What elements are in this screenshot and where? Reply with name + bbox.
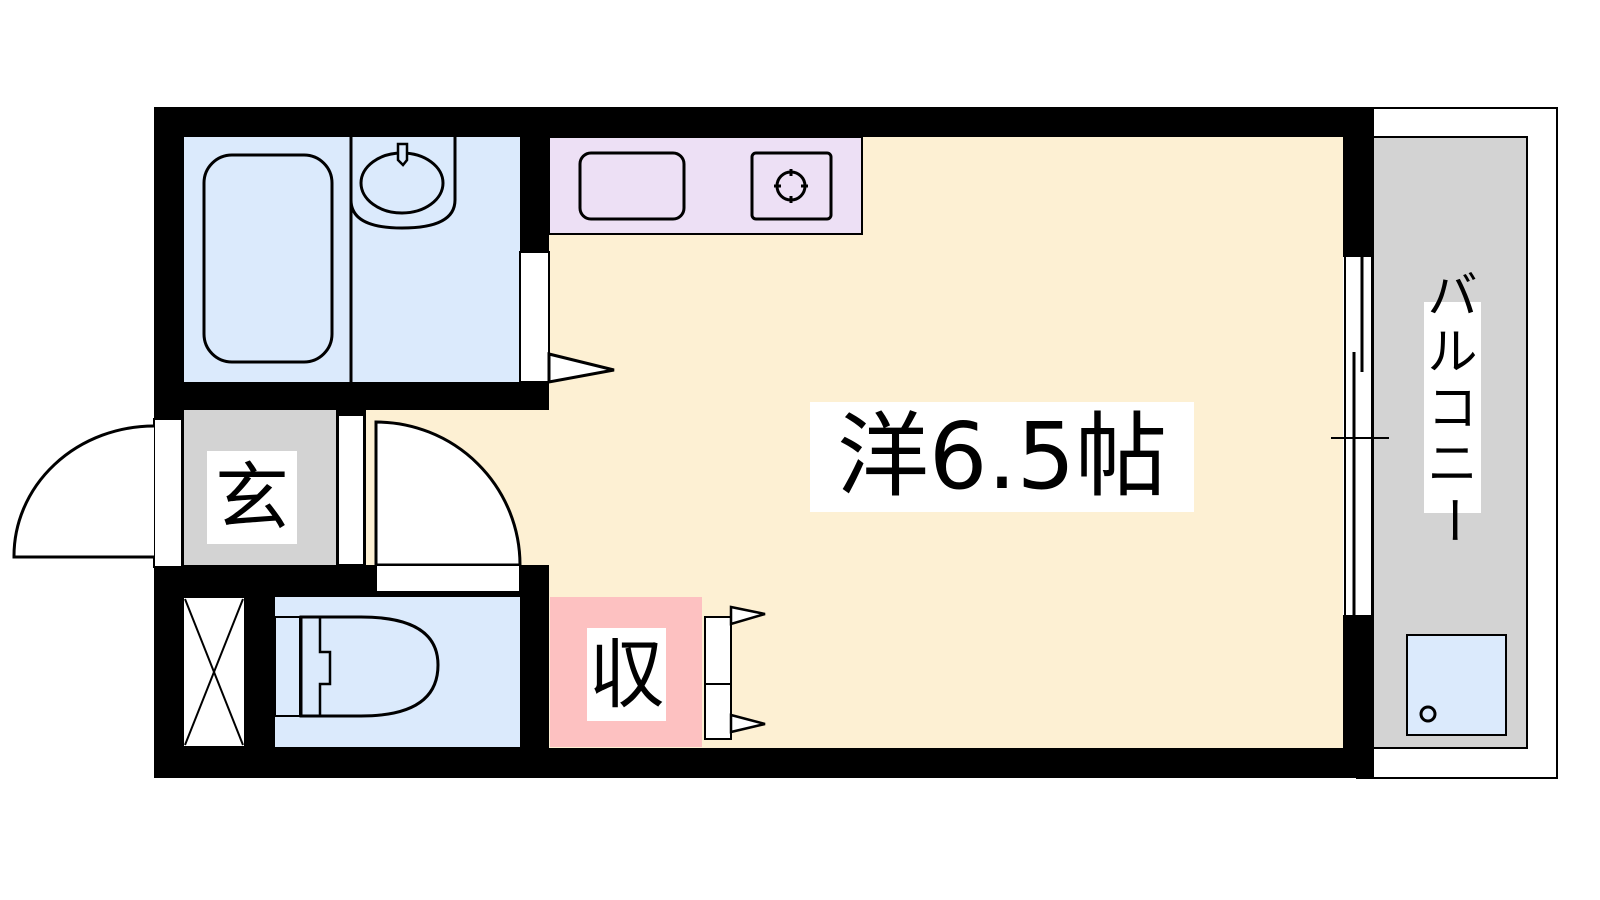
bathroom [184, 137, 520, 382]
balcony-label: バ ル コ ニ ー [1424, 271, 1482, 545]
balcony-label-char: バ [1427, 266, 1478, 325]
kitchen [548, 136, 863, 235]
room-door-swing[interactable] [374, 420, 522, 567]
front-door-swing[interactable] [12, 424, 155, 559]
closet-door[interactable] [704, 616, 732, 685]
sink-icon [578, 151, 686, 221]
balcony-label-char: ニ [1427, 434, 1478, 493]
entrance-label: 玄 [207, 451, 297, 544]
entrance [12, 410, 365, 568]
main-room-label: 洋6.5帖 [810, 402, 1194, 512]
balcony-window[interactable] [1331, 257, 1389, 615]
washbasin-icon [349, 137, 457, 230]
stove [750, 151, 833, 221]
bathtub-icon [202, 153, 334, 364]
toilet-room [274, 597, 520, 747]
shoe-cabinet [182, 596, 246, 748]
entrance-door-frame-right [337, 414, 365, 566]
burner-icon [774, 169, 808, 203]
storage-label: 収 [587, 628, 666, 721]
toilet-icon [299, 615, 440, 718]
balcony-label-char: ル [1427, 322, 1478, 381]
drain-icon [1419, 705, 1437, 723]
balcony-label-char: ー [1423, 494, 1482, 545]
bathroom-door[interactable] [519, 251, 615, 384]
balcony-label-char: コ [1427, 378, 1478, 437]
balcony [1356, 107, 1558, 779]
entrance-door-frame-left [153, 418, 183, 568]
washer-pan [1406, 634, 1507, 736]
